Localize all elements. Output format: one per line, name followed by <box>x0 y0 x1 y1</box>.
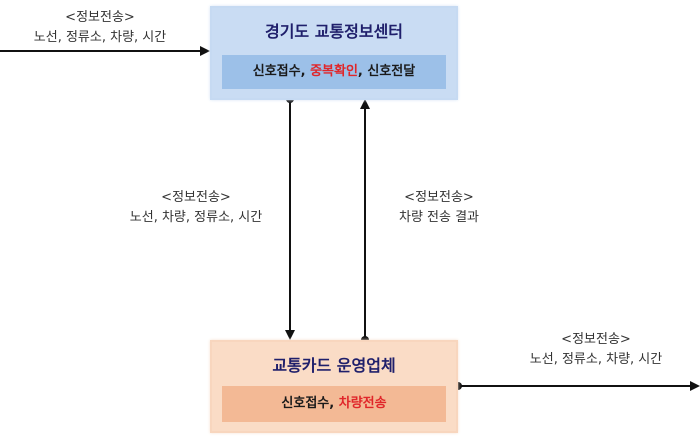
label-down: <정보전송> 노선, 차량, 정류소, 시간 <box>108 188 284 228</box>
transit-card-operator-steps: 신호접수, 차량전송 <box>222 386 446 422</box>
label-left-in-title: <정보전송> <box>65 10 135 25</box>
traffic-info-center-steps: 신호접수, 중복확인, 신호전달 <box>222 55 446 89</box>
label-up-detail: 차량 전송 결과 <box>398 210 480 225</box>
label-down-title: <정보전송> <box>161 190 231 205</box>
step-signal-receive-operator: 신호접수, <box>281 396 339 411</box>
label-left-in: <정보전송> 노선, 정류소, 차량, 시간 <box>0 8 200 48</box>
transit-card-operator-title: 교통카드 운영업체 <box>272 356 396 375</box>
label-right-out-title: <정보전송> <box>561 332 631 347</box>
label-left-in-detail: 노선, 정류소, 차량, 시간 <box>33 30 167 45</box>
step-duplicate-check: 중복확인 <box>310 64 358 79</box>
label-down-detail: 노선, 차량, 정류소, 시간 <box>129 210 263 225</box>
traffic-info-center-title: 경기도 교통정보센터 <box>264 22 404 41</box>
step-signal-forward: , 신호전달 <box>357 64 416 79</box>
label-up: <정보전송> 차량 전송 결과 <box>374 188 504 228</box>
traffic-info-center-box: 경기도 교통정보센터 신호접수, 중복확인, 신호전달 <box>210 6 458 100</box>
step-signal-receive: 신호접수, <box>252 64 311 79</box>
label-up-title: <정보전송> <box>404 190 474 205</box>
transit-card-operator-box: 교통카드 운영업체 신호접수, 차량전송 <box>210 340 458 433</box>
step-vehicle-transmit: 차량전송 <box>338 396 387 411</box>
label-right-out-detail: 노선, 정류소, 차량, 시간 <box>529 352 663 367</box>
label-right-out: <정보전송> 노선, 정류소, 차량, 시간 <box>496 330 696 370</box>
